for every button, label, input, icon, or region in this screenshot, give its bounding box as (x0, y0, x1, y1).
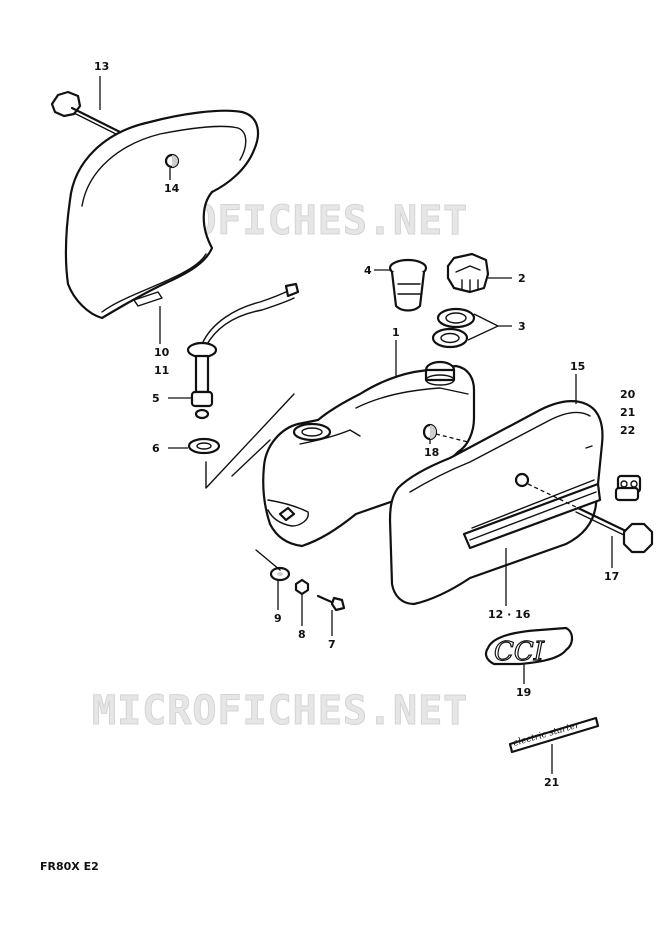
callout-17: 17 (604, 570, 619, 583)
callout-13: 13 (94, 60, 109, 73)
electric-starter-decal-21: electric starter (508, 716, 600, 754)
callout-11: 11 (154, 364, 169, 377)
callout-8: 8 (298, 628, 306, 641)
washer-6 (187, 437, 221, 455)
callout-21b: 21 (544, 776, 559, 789)
model-code: FR80X E2 (40, 860, 99, 873)
leader-3 (467, 313, 512, 341)
bolt-7 (316, 594, 346, 612)
callout-6: 6 (152, 442, 160, 455)
watermark-bottom: MICROFICHES.NET (92, 688, 468, 734)
assembly-guide-left (205, 393, 295, 489)
fuel-cap-2 (446, 252, 490, 294)
bolt-knob-13 (50, 90, 126, 139)
grommet-18 (422, 423, 469, 443)
callout-5: 5 (152, 392, 160, 405)
callout-12-16: 12 · 16 (488, 608, 531, 621)
callout-15: 15 (570, 360, 585, 373)
cci-emblem-19: CCI (484, 626, 574, 668)
callout-7: 7 (328, 638, 336, 651)
fuel-cock-5 (186, 282, 300, 420)
left-side-cover (64, 109, 260, 320)
right-side-cover-15 (388, 400, 604, 606)
fuel-filter-4 (388, 258, 428, 312)
nut-8 (294, 578, 310, 596)
callout-3: 3 (518, 320, 526, 333)
callout-9: 9 (274, 612, 282, 625)
callout-19: 19 (516, 686, 531, 699)
callout-22: 22 (620, 424, 635, 437)
callout-14: 14 (164, 182, 180, 195)
cci-emblem-text: CCI (494, 637, 545, 667)
callout-1: 1 (392, 326, 400, 339)
gaskets-3 (431, 307, 476, 349)
washer-9 (269, 566, 291, 582)
callout-20: 20 (620, 388, 636, 401)
callout-18: 18 (424, 446, 439, 459)
assembly-guide-bottom (255, 549, 281, 571)
bolt-knob-17 (527, 483, 654, 554)
callout-10: 10 (154, 346, 170, 359)
callout-2: 2 (518, 272, 526, 285)
callout-4: 4 (364, 264, 372, 277)
callout-21a: 21 (620, 406, 635, 419)
rubber-pads-20-22 (614, 474, 642, 502)
